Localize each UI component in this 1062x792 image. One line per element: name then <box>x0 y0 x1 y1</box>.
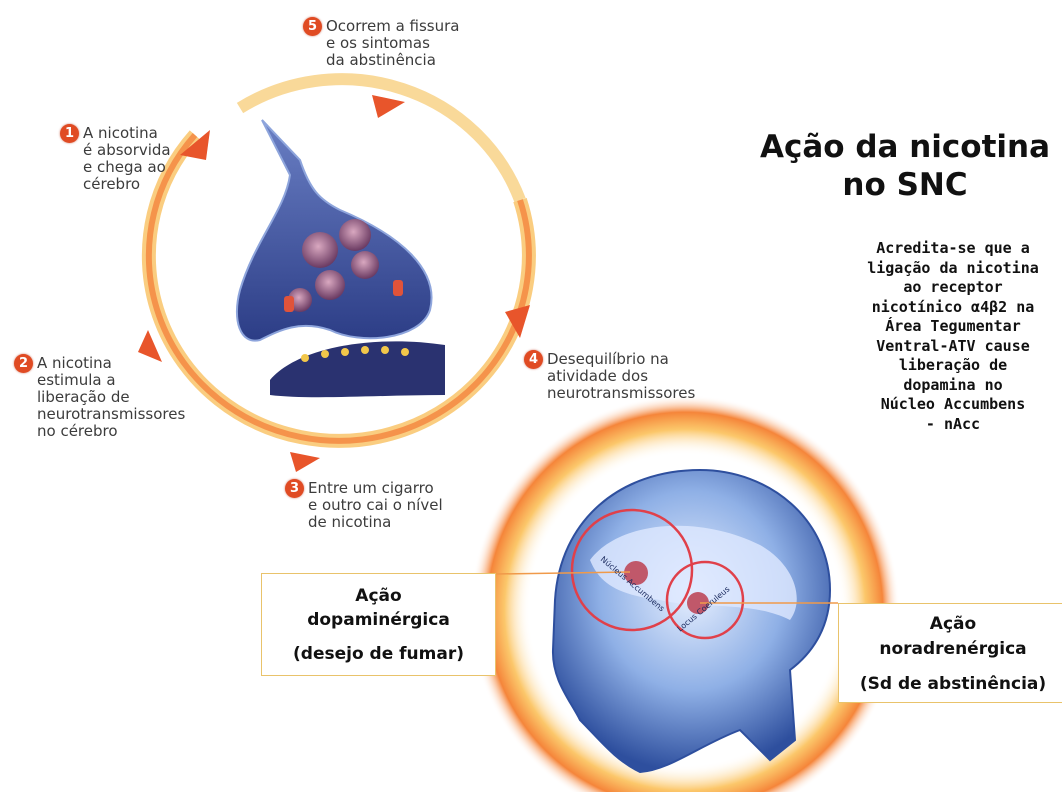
cycle-step-4: 4 Desequilíbrio na atividade dos neurotr… <box>524 351 695 402</box>
cycle-step-5: 5 Ocorrem a fissura e os sintomas da abs… <box>303 18 459 69</box>
step-number-5: 5 <box>303 17 322 36</box>
step-text-2: A nicotina estimula a liberação de neuro… <box>37 355 185 440</box>
brain-illustration <box>470 395 900 792</box>
synapse-illustration <box>237 120 445 397</box>
step-text-5: Ocorrem a fissura e os sintomas da absti… <box>326 18 459 69</box>
page-title: Ação da nicotina no SNC <box>745 128 1062 204</box>
step-text-1: A nicotina é absorvida e chega ao cérebr… <box>83 125 171 193</box>
noradrenergic-line1: Ação <box>839 612 1062 637</box>
noradrenergic-line3: (Sd de abstinência) <box>839 672 1062 697</box>
cycle-step-1: 1 A nicotina é absorvida e chega ao cére… <box>60 125 171 193</box>
dopaminergic-line2: dopaminérgica <box>262 608 495 632</box>
step-number-1: 1 <box>60 124 79 143</box>
dopaminergic-line3: (desejo de fumar) <box>262 642 495 666</box>
step-text-3: Entre um cigarro e outro cai o nível de … <box>308 480 443 531</box>
dopaminergic-action-box: Ação dopaminérgica (desejo de fumar) <box>261 573 496 676</box>
cycle-step-2: 2 A nicotina estimula a liberação de neu… <box>14 355 185 440</box>
description-text: Acredita-se que a ligação da nicotina ao… <box>843 239 1062 434</box>
noradrenergic-action-box: Ação noradrenérgica (Sd de abstinência) <box>838 603 1062 703</box>
step-number-3: 3 <box>285 479 304 498</box>
dopaminergic-line1: Ação <box>262 584 495 608</box>
noradrenergic-line2: noradrenérgica <box>839 637 1062 662</box>
cycle-step-3: 3 Entre um cigarro e outro cai o nível d… <box>285 480 443 531</box>
step-text-4: Desequilíbrio na atividade dos neurotran… <box>547 351 695 402</box>
step-number-4: 4 <box>524 350 543 369</box>
step-number-2: 2 <box>14 354 33 373</box>
